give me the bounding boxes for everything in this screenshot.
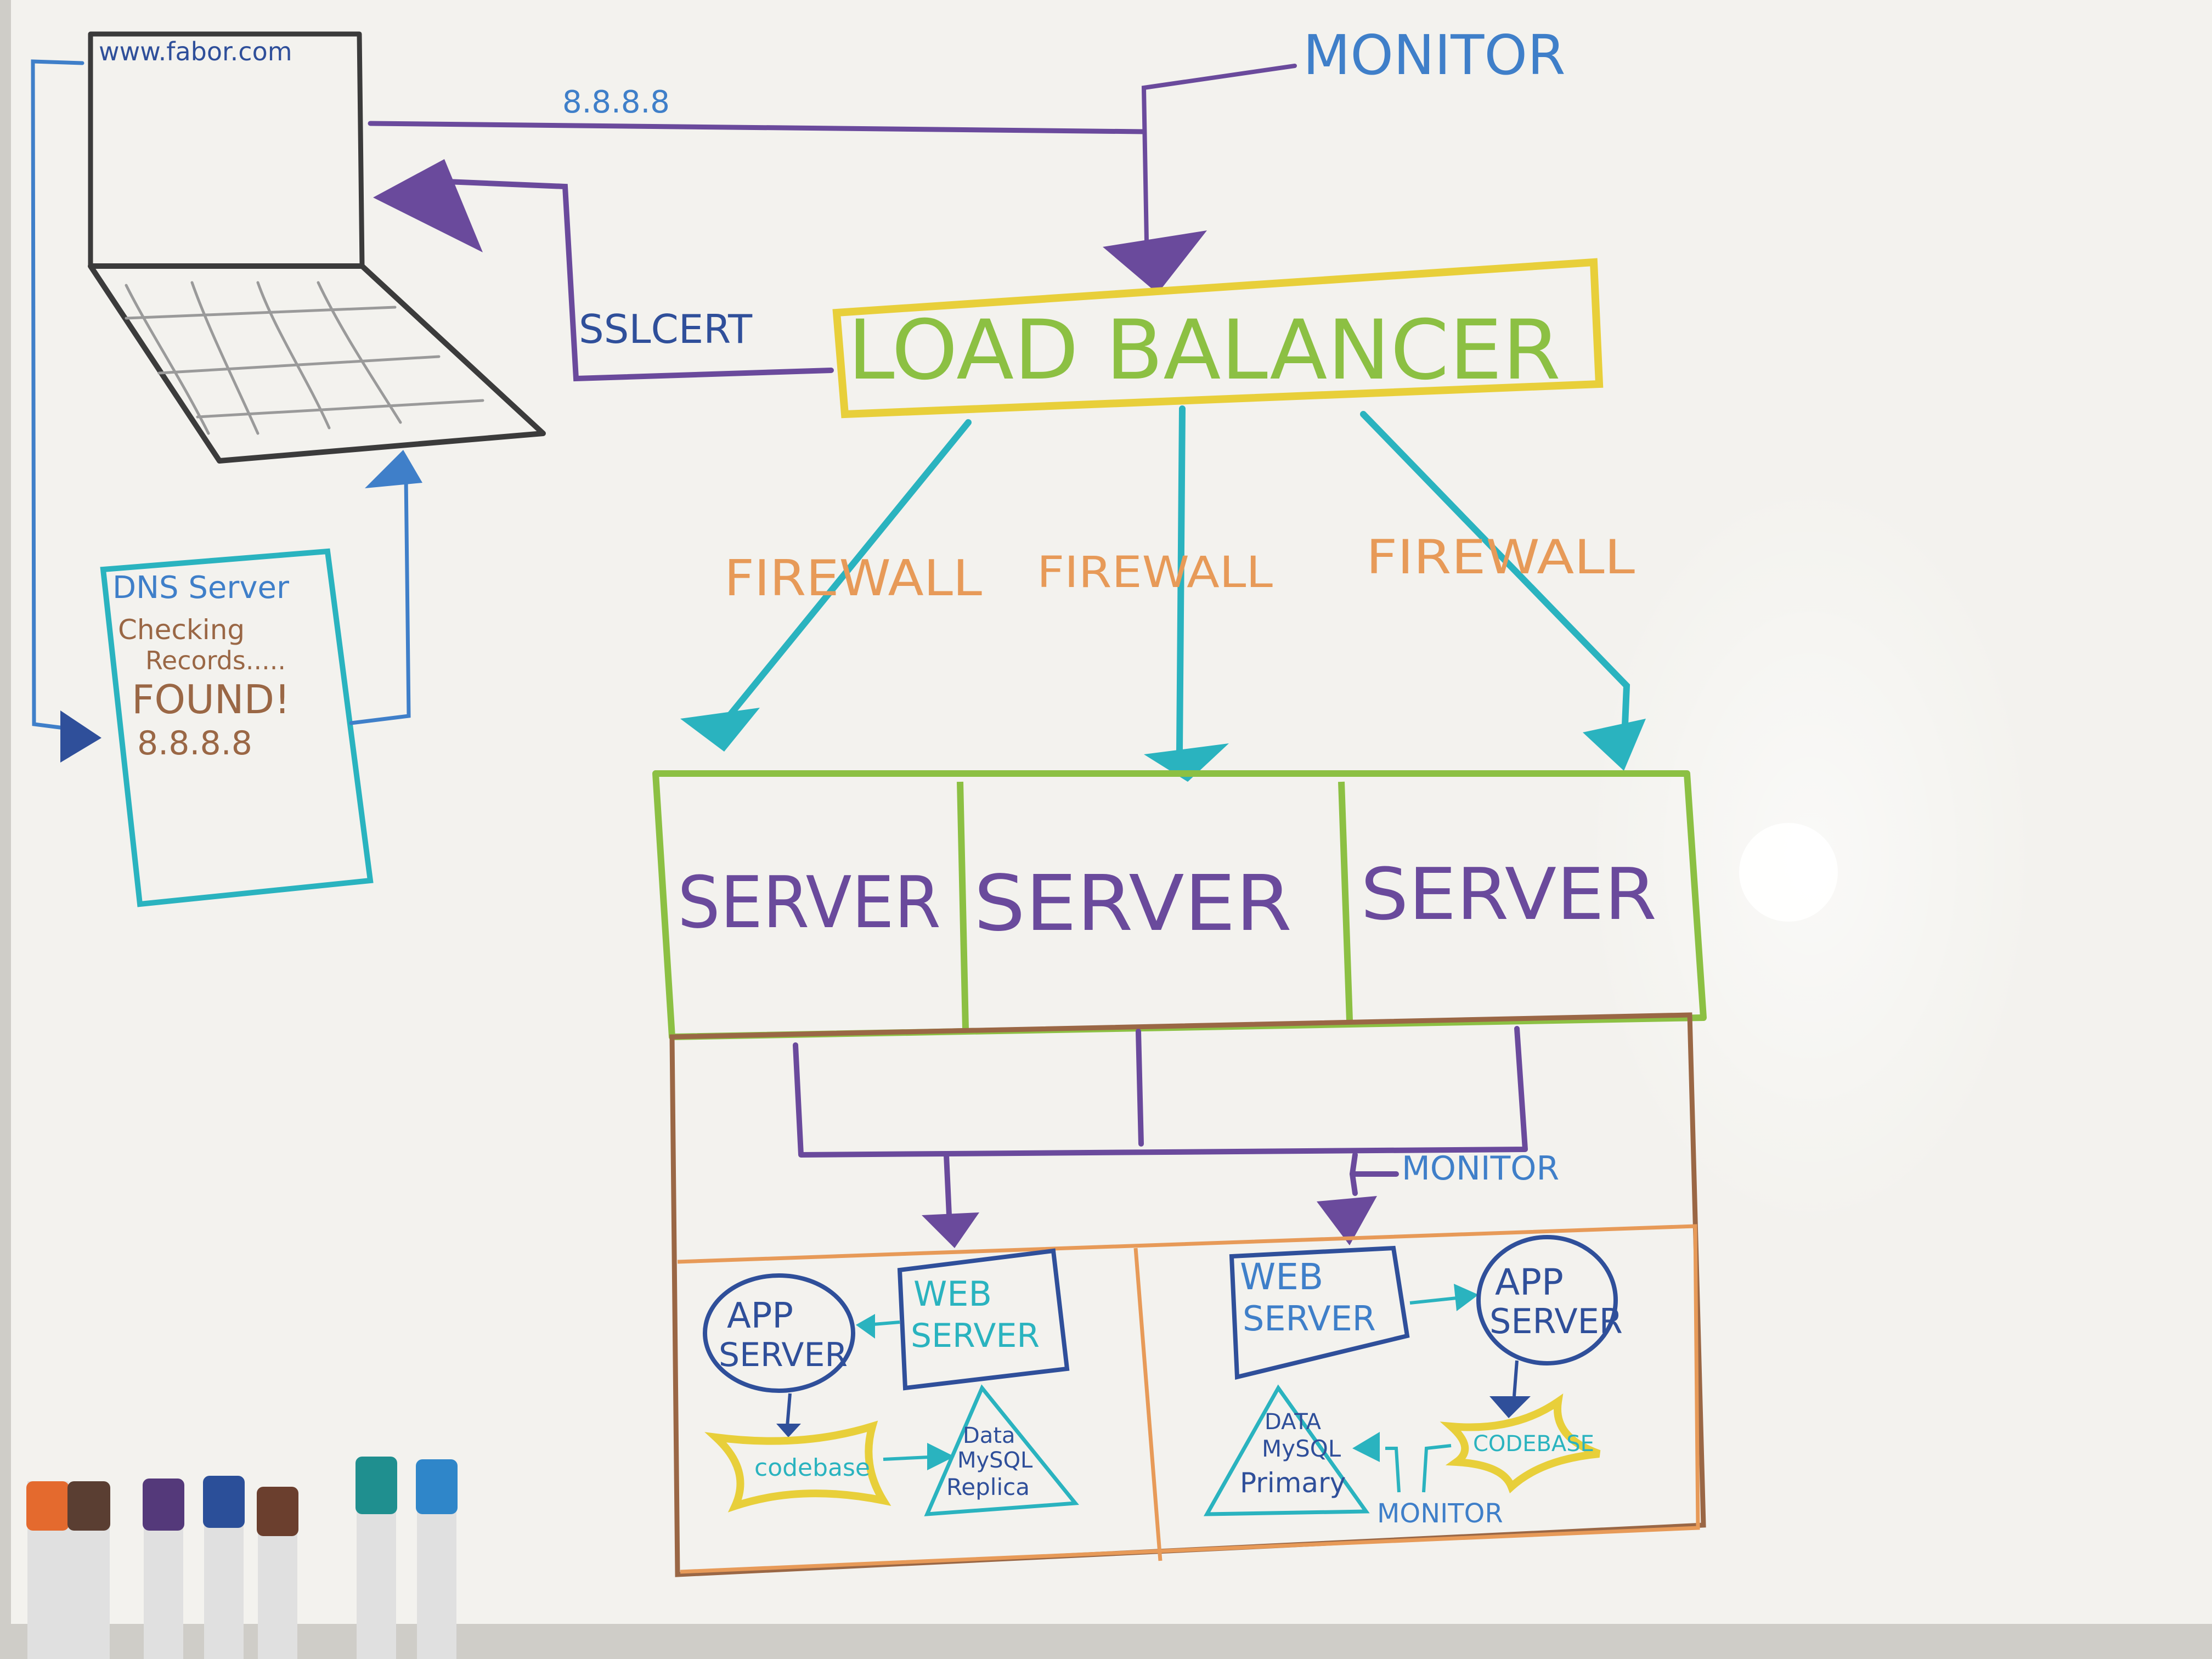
laptop-drawing xyxy=(88,31,546,464)
servers-row xyxy=(652,770,1707,1040)
stack-boxes xyxy=(677,1224,1700,1574)
left-app-to-codebase-arrowhead xyxy=(776,1424,801,1437)
firewall-center-label: FIREWALL xyxy=(1037,548,1273,597)
blue-marker-2 xyxy=(416,1459,458,1659)
left-codebase-label: codebase xyxy=(754,1454,870,1482)
brown-marker-1 xyxy=(67,1481,110,1659)
monitor-top-label: MONITOR xyxy=(1303,23,1566,87)
right-web-to-app-arrowhead xyxy=(1454,1284,1479,1311)
right-db-label-3: Primary xyxy=(1240,1467,1346,1499)
ip-request-line xyxy=(368,121,1147,134)
left-app-server-circle xyxy=(703,1273,855,1393)
ssl-return-arrowhead xyxy=(373,159,483,252)
right-app-to-codebase-line xyxy=(1513,1360,1519,1397)
collect-left xyxy=(793,1026,1528,1158)
dns-title: DNS Server xyxy=(112,570,290,606)
server-2-arrowhead xyxy=(1144,743,1229,782)
left-web-server-box xyxy=(897,1248,1070,1391)
right-db-label-1: DATA xyxy=(1265,1409,1322,1435)
dns-response-arrowhead xyxy=(365,450,422,488)
servers-outline xyxy=(652,770,1707,1040)
orange-marker xyxy=(26,1481,69,1659)
right-web-to-app-line xyxy=(1409,1296,1463,1305)
server-divider-1 xyxy=(957,781,969,1029)
left-db-label-2: MySQL xyxy=(957,1448,1033,1473)
dns-found: FOUND! xyxy=(132,676,290,723)
right-db-triangle xyxy=(1203,1384,1370,1516)
server-1-arrowhead xyxy=(680,708,760,752)
markers xyxy=(26,1457,458,1659)
left-web-server-label-2: SERVER xyxy=(911,1317,1040,1355)
left-web-to-app-arrowhead xyxy=(856,1314,875,1339)
firewall-left-label: FIREWALL xyxy=(724,550,982,607)
left-app-server-label-2: SERVER xyxy=(719,1336,848,1374)
dns-request-arrowhead xyxy=(60,710,101,763)
server-2-label: SERVER xyxy=(974,859,1292,949)
right-web-server-label-2: SERVER xyxy=(1243,1299,1376,1339)
right-app-server-label-1: APP xyxy=(1495,1261,1564,1304)
left-web-server-label-1: WEB xyxy=(913,1274,992,1314)
load-balancer-label: LOAD BALANCER xyxy=(848,303,1561,398)
left-db-label-3: Replica xyxy=(946,1474,1030,1500)
right-app-server-label-2: SERVER xyxy=(1489,1301,1623,1341)
right-codebase-to-db-line xyxy=(1385,1444,1452,1493)
left-stack-arrowhead xyxy=(922,1212,979,1248)
laptop-url: www.fabor.com xyxy=(99,37,292,66)
ip-line-label: 8.8.8.8 xyxy=(562,84,670,120)
server-1-label: SERVER xyxy=(678,861,941,944)
right-db-label-2: MySQL xyxy=(1262,1435,1341,1462)
light-spot xyxy=(1739,823,1838,922)
dns-server-box xyxy=(100,548,374,907)
left-db-triangle xyxy=(924,1384,1079,1516)
monitor-top-arrowhead xyxy=(1103,230,1207,294)
right-app-server-circle xyxy=(1476,1235,1618,1365)
to-left-stack xyxy=(944,1152,952,1218)
lower-section-box xyxy=(669,1012,1706,1577)
load-balancer-box xyxy=(832,258,1604,419)
ssl-return-line xyxy=(431,178,834,382)
stack-divider xyxy=(1133,1248,1163,1561)
server-3-label: SERVER xyxy=(1361,853,1657,936)
ssl-cert-label: SSLCERT xyxy=(579,306,753,352)
server-divider-2 xyxy=(1338,781,1353,1021)
monitor-top-line xyxy=(1141,64,1297,244)
server-collect-lines xyxy=(793,1026,1528,1218)
monitor-middle-lead xyxy=(1350,1171,1358,1196)
left-codebase-shape xyxy=(704,1420,891,1513)
teal-marker xyxy=(356,1457,397,1659)
purple-marker xyxy=(143,1479,184,1659)
keyboard-grid xyxy=(125,281,484,435)
left-app-server-label-1: APP xyxy=(727,1296,793,1336)
dns-records: Records..... xyxy=(145,646,286,675)
dns-checking: Checking xyxy=(118,614,245,646)
monitor-bottom-label: MONITOR xyxy=(1377,1498,1503,1529)
collect-center xyxy=(1136,1029,1144,1147)
firewall-right-label: FIREWALL xyxy=(1366,530,1635,585)
right-codebase-to-db-arrowhead xyxy=(1352,1432,1380,1462)
dns-ip: 8.8.8.8 xyxy=(137,724,252,763)
lb-to-server-1-line xyxy=(724,419,972,722)
server-3-arrowhead xyxy=(1583,719,1646,771)
left-db-label-1: Data xyxy=(963,1423,1015,1448)
stacks-outline xyxy=(677,1224,1700,1574)
left-app-to-codebase-line xyxy=(786,1393,792,1427)
dns-request-line xyxy=(31,59,84,732)
laptop-keyboard xyxy=(88,263,546,464)
left-codebase-to-db-arrowhead xyxy=(927,1443,955,1470)
right-codebase-shape xyxy=(1440,1393,1601,1494)
brown-marker-2 xyxy=(257,1487,298,1659)
blue-marker-1 xyxy=(203,1476,245,1659)
right-app-to-codebase-arrowhead xyxy=(1489,1396,1531,1418)
right-web-server-box xyxy=(1229,1245,1410,1380)
right-stack-arrowhead xyxy=(1317,1196,1377,1245)
lb-to-server-2-line xyxy=(1176,405,1186,755)
right-web-server-label-1: WEB xyxy=(1240,1256,1323,1298)
monitor-middle-label: MONITOR xyxy=(1402,1149,1559,1188)
right-codebase-label: CODEBASE xyxy=(1473,1431,1594,1457)
